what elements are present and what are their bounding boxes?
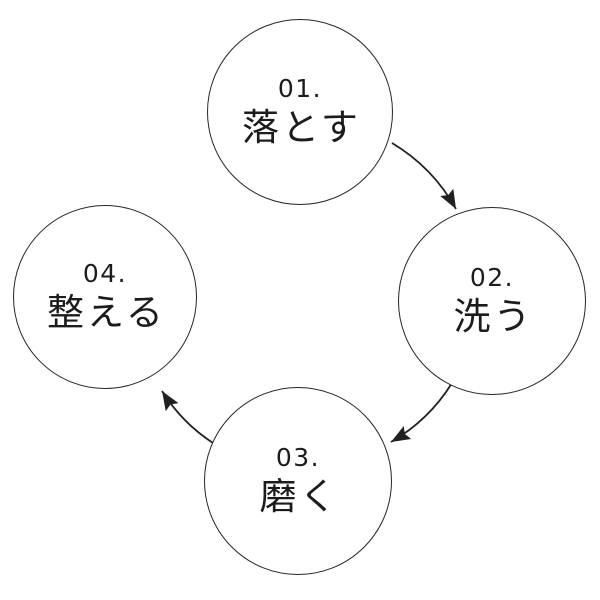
node-step-03: 03. 磨く xyxy=(204,387,392,575)
step-number: 04. xyxy=(82,258,128,288)
node-step-01: 01. 落とす xyxy=(207,19,393,205)
step-number: 01. xyxy=(277,73,323,103)
step-label: 整える xyxy=(47,290,166,334)
arrow-02-to-03-icon xyxy=(390,382,453,443)
step-number: 03. xyxy=(275,442,321,472)
step-label: 磨く xyxy=(259,474,340,518)
arrow-03-to-04-icon xyxy=(161,390,214,444)
step-label: 落とす xyxy=(242,105,361,149)
step-number: 02. xyxy=(469,262,515,292)
step-label: 洗う xyxy=(453,294,534,338)
node-step-04: 04. 整える xyxy=(13,205,197,389)
arrow-01-to-02-icon xyxy=(391,142,457,210)
node-step-02: 02. 洗う xyxy=(398,207,586,395)
